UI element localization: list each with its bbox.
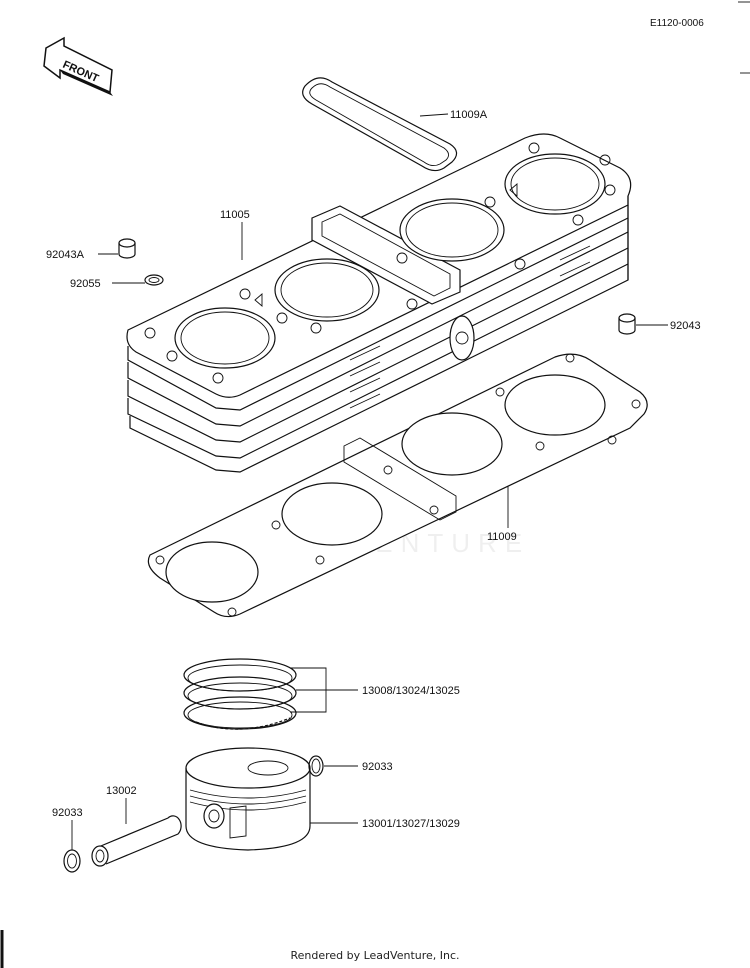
- piston-pin[interactable]: [91, 815, 182, 867]
- callout-92043[interactable]: 92043: [670, 320, 701, 332]
- o-ring[interactable]: [144, 274, 164, 286]
- callout-13001-13027-13029[interactable]: 13001/13027/13029: [362, 818, 460, 830]
- base-gasket[interactable]: [147, 353, 648, 618]
- callout-11005[interactable]: 11005: [220, 209, 250, 221]
- callout-11009[interactable]: 11009: [487, 531, 517, 543]
- circlip-left[interactable]: [63, 849, 81, 873]
- circlip-right[interactable]: [308, 755, 324, 777]
- leader-line: [419, 113, 449, 117]
- callout-11009A[interactable]: 11009A: [450, 109, 488, 121]
- dowel-pin-a[interactable]: [118, 238, 136, 259]
- callout-92033-left[interactable]: 92033: [52, 807, 83, 819]
- callout-92055[interactable]: 92055: [70, 278, 101, 290]
- piston[interactable]: [185, 747, 311, 851]
- head-cover-gasket[interactable]: [302, 77, 458, 172]
- footer-credit: Rendered by LeadVenture, Inc.: [290, 949, 460, 962]
- callout-92043A[interactable]: 92043A: [46, 249, 85, 261]
- front-arrow-icon: FRONT: [43, 36, 113, 96]
- callout-13008-13024-13025[interactable]: 13008/13024/13025: [362, 685, 460, 697]
- piston-ring-set[interactable]: [183, 658, 297, 730]
- diagram-code: E1120-0006: [650, 18, 704, 29]
- callout-92033-right[interactable]: 92033: [362, 761, 393, 773]
- dowel-pin[interactable]: [618, 313, 636, 335]
- callout-13002[interactable]: 13002: [106, 785, 137, 797]
- cylinder-block[interactable]: [126, 133, 632, 473]
